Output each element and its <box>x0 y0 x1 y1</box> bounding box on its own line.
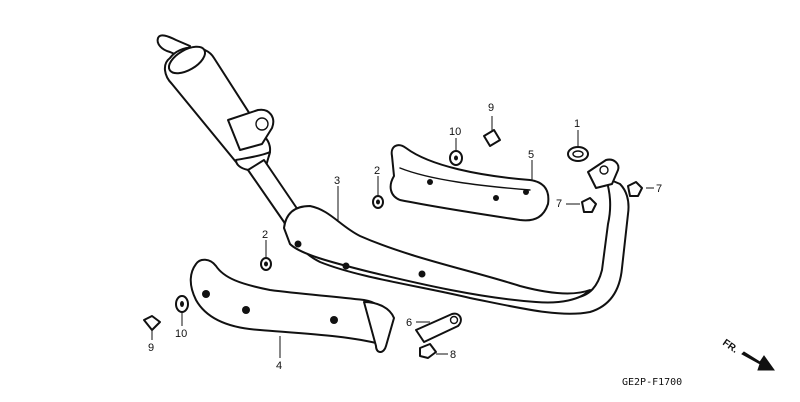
stay-bolt <box>419 343 437 359</box>
arrow-down-right-icon <box>741 351 775 371</box>
bolt-upper <box>483 129 501 147</box>
exhaust-muffler-assembly <box>156 34 630 315</box>
flange-nut-right <box>627 181 643 197</box>
callout-8: 8 <box>450 349 456 361</box>
callout-leaders <box>151 116 654 358</box>
muffler-end-cap <box>167 45 207 75</box>
bolt-lower <box>143 315 161 331</box>
lower-heat-protector <box>189 258 395 353</box>
protector-upper-ridge <box>399 167 531 191</box>
callout-10-upper: 10 <box>449 126 461 138</box>
stay-bracket <box>415 312 462 343</box>
callout-9-lower: 9 <box>148 342 154 354</box>
callout-10-lower: 10 <box>175 328 187 340</box>
flange-stud-hole <box>599 165 609 175</box>
guard-bolt-hole-3 <box>418 270 426 278</box>
callout-7-left: 7 <box>556 198 562 210</box>
flange-nut-left <box>581 197 597 213</box>
callout-7-right: 7 <box>656 183 662 195</box>
gasket-ring <box>567 146 589 162</box>
protector-upper-hole-2 <box>493 195 499 201</box>
protector-upper-hole-3 <box>523 189 529 195</box>
callout-9-upper: 9 <box>488 102 494 114</box>
protector-lower-hole-3 <box>330 316 338 324</box>
collar-upper-bore <box>376 199 380 205</box>
callout-1: 1 <box>574 118 580 130</box>
protector-upper-hole-1 <box>427 179 433 185</box>
pipe-guard-plate <box>283 205 591 304</box>
collar-lower-bore <box>264 261 268 267</box>
bracket-bolt-hole <box>255 117 269 131</box>
protector-lower-hole-2 <box>242 306 250 314</box>
front-direction-indicator: FR. <box>720 337 775 371</box>
callout-2-upper: 2 <box>374 165 380 177</box>
muffler-bracket <box>227 108 275 151</box>
washer-upper-bore <box>454 155 458 161</box>
protector-lower-end <box>363 301 395 353</box>
washer-lower-bore <box>180 301 184 307</box>
guard-bolt-hole-2 <box>342 262 350 270</box>
front-label: FR. <box>720 337 740 355</box>
gasket-ring-inner <box>572 150 584 158</box>
stay-bracket-hole <box>449 315 459 325</box>
heat-protector-upper <box>389 144 550 222</box>
guard-bolt-hole-1 <box>294 240 302 248</box>
callout-4: 4 <box>276 360 282 372</box>
callout-6: 6 <box>406 317 412 329</box>
diagram-code: GE2P-F1700 <box>622 377 682 388</box>
callout-2-lower: 2 <box>262 229 268 241</box>
callout-5: 5 <box>528 149 534 161</box>
upper-heat-protector <box>389 144 550 222</box>
callout-3: 3 <box>334 175 340 187</box>
protector-lower-hole-1 <box>202 290 210 298</box>
